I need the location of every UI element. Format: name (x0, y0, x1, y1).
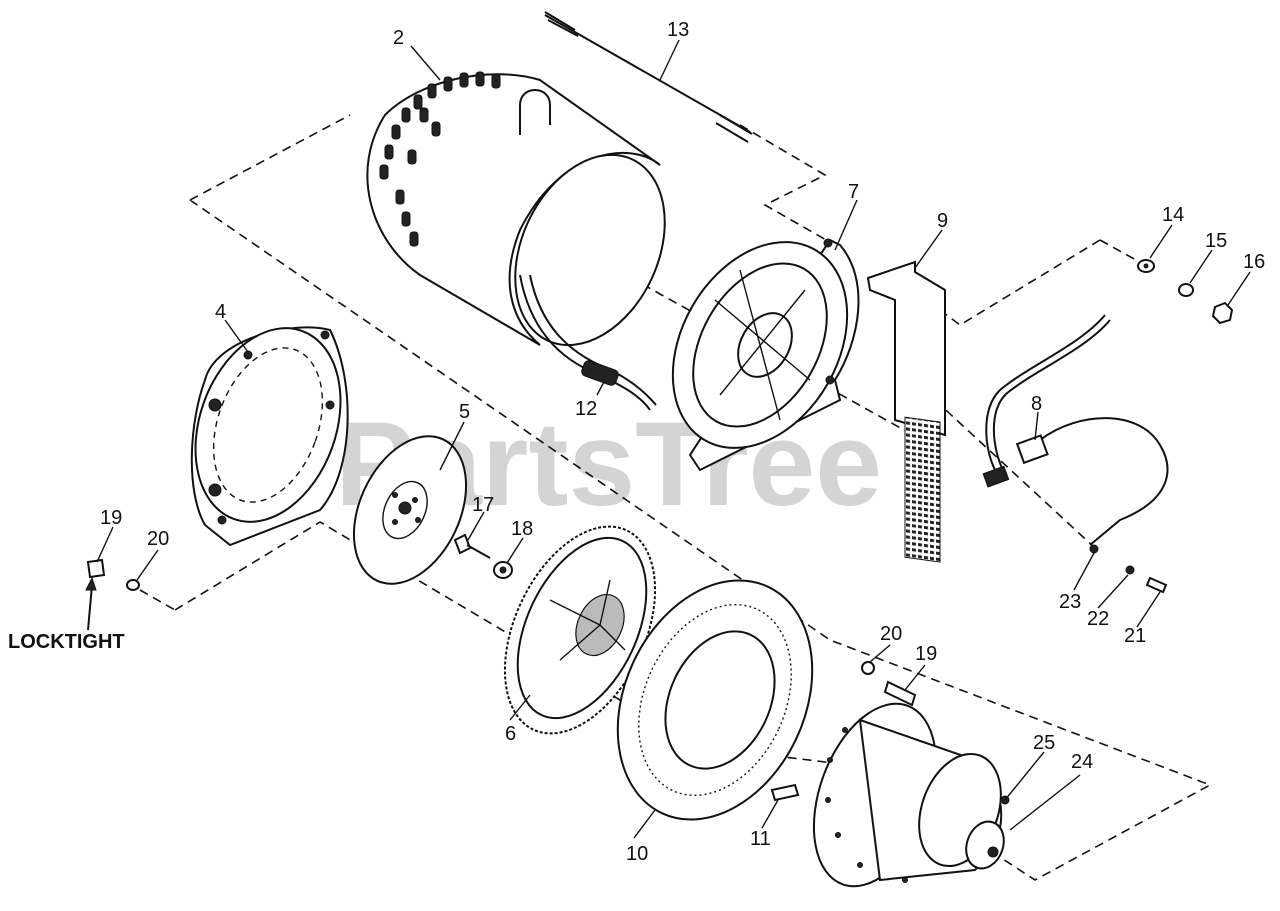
flexplate-part-5 (352, 435, 468, 585)
callout-24: 24 (1071, 751, 1093, 773)
callout-16: 16 (1243, 251, 1265, 273)
callout-9: 9 (937, 210, 948, 232)
callout-20-right: 20 (880, 623, 902, 645)
callout-12: 12 (575, 398, 597, 420)
callout-10: 10 (626, 843, 648, 865)
callout-19-left: 19 (100, 507, 122, 529)
callout-11: 11 (750, 828, 771, 850)
adapter-part-4 (190, 326, 349, 547)
callout-7: 7 (848, 181, 859, 203)
callout-18: 18 (511, 518, 533, 540)
callout-13: 13 (667, 19, 689, 41)
bolt-19-washer-20-right (861, 661, 917, 707)
callout-6: 6 (505, 723, 516, 745)
callout-23: 23 (1059, 591, 1081, 613)
callout-25: 25 (1033, 732, 1055, 754)
ring-gear-part-6 (503, 525, 657, 735)
hardware-21-22-23 (1089, 544, 1168, 594)
bearing-carrier-part-7 (671, 238, 860, 472)
callout-15: 15 (1205, 230, 1227, 252)
rotor-part-24-25 (812, 702, 1010, 888)
locktight-note: LOCKTIGHT (8, 631, 125, 653)
wire-harness-part-12 (519, 274, 657, 411)
stud-part-13 (544, 11, 753, 143)
callout-17: 17 (472, 494, 494, 516)
callout-8: 8 (1031, 393, 1042, 415)
key-part-11 (770, 783, 800, 802)
rectifier-part-8 (982, 314, 1169, 546)
hardware-14-15-16 (1137, 259, 1234, 325)
bolt-17-washer-18 (453, 533, 513, 579)
callout-22: 22 (1087, 608, 1109, 630)
callout-2: 2 (393, 27, 404, 49)
stator-housing-part-2 (366, 71, 666, 347)
bolt-19-washer-20-left (85, 558, 140, 631)
fan-part-10 (616, 579, 814, 821)
callouts: 2 13 7 9 14 15 16 4 5 12 8 17 18 19 20 6… (8, 19, 1265, 865)
callout-14: 14 (1162, 204, 1184, 226)
callout-19-right: 19 (915, 643, 937, 665)
grille-part-9 (866, 260, 946, 563)
callout-21: 21 (1124, 625, 1146, 647)
callout-4: 4 (215, 301, 226, 323)
callout-5: 5 (459, 401, 470, 423)
leader-lines (96, 39, 1251, 839)
callout-20-left: 20 (147, 528, 169, 550)
